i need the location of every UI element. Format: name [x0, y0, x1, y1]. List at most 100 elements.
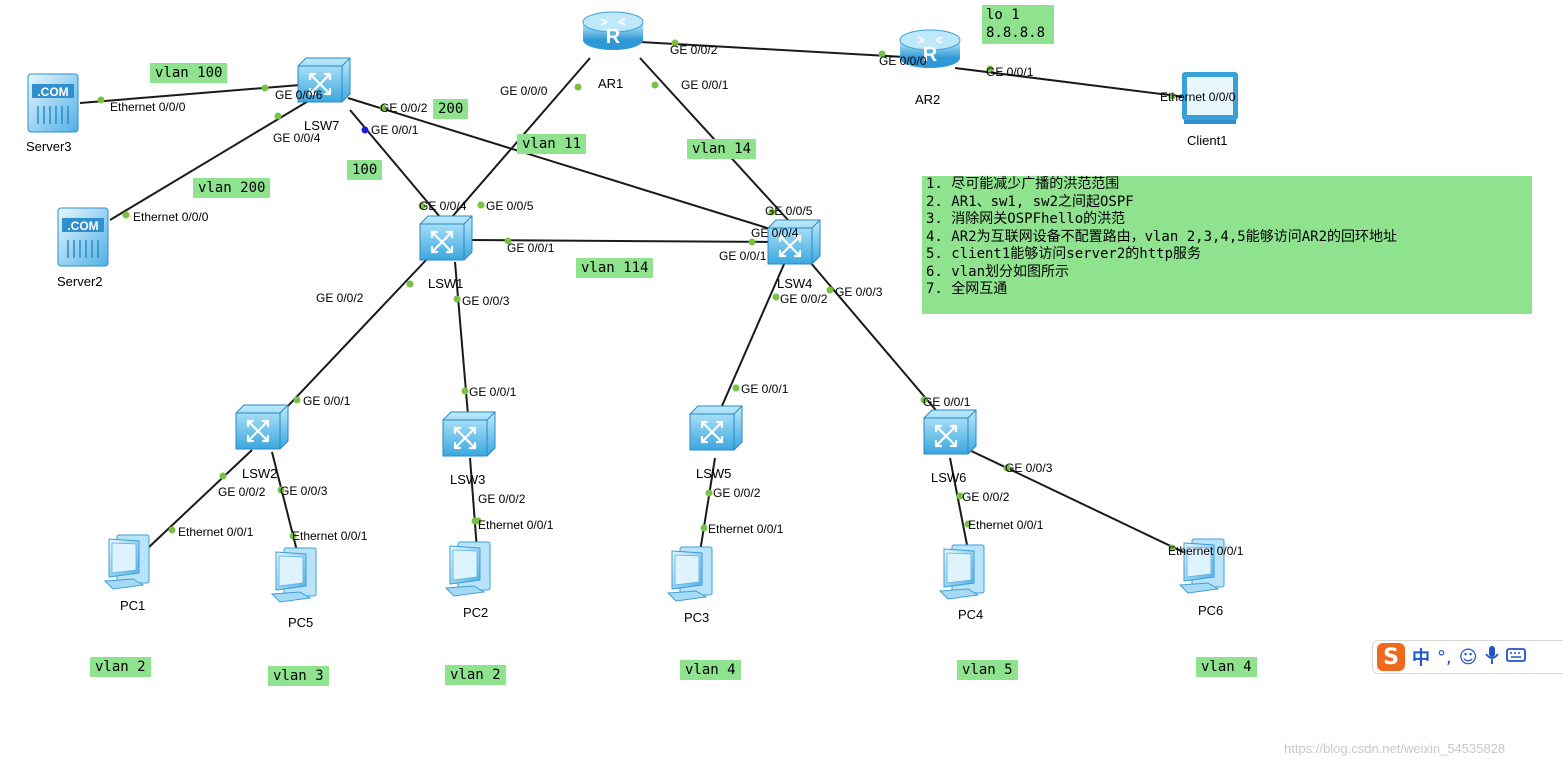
server-icon-server2 [57, 207, 109, 267]
port-label: Ethernet 0/0/1 [968, 518, 1044, 532]
port-label: Ethernet 0/0/1 [478, 518, 554, 532]
ime-toolbar[interactable]: S 中 °, ☺ [1372, 640, 1563, 674]
device-label-ar2: AR2 [915, 92, 941, 107]
port-label: GE 0/0/1 [741, 382, 789, 396]
ime-logo-icon[interactable]: S [1377, 643, 1405, 671]
keyboard-icon[interactable] [1505, 647, 1526, 668]
switch-icon-lsw3 [441, 410, 497, 458]
link-lsw6-pc4 [949, 457, 969, 551]
requirement-item: 2. AR1、sw1, sw2之间起OSPF [926, 193, 1134, 210]
link-lsw6-pc6 [964, 447, 1201, 561]
port-label: GE 0/0/2 [218, 485, 266, 499]
port-label: GE 0/0/2 [316, 291, 364, 305]
port-label: GE 0/0/1 [371, 123, 419, 137]
switch-icon-lsw6 [922, 408, 978, 456]
emoji-icon[interactable]: ☺ [1458, 646, 1478, 668]
requirement-item: 7. 全网互通 [926, 281, 1008, 297]
vlan-tag-ar1-lsw4: vlan 14 [687, 139, 757, 159]
port-label: GE 0/0/1 [681, 78, 729, 92]
port-label: GE 0/0/0 [879, 54, 927, 68]
ime-language-toggle[interactable]: 中 [1412, 648, 1430, 669]
vlan-tag-pc3: vlan 4 [680, 660, 741, 680]
requirement-item: 6. vlan划分如图所示 [926, 263, 1070, 280]
vlan-tag-pc6: vlan 4 [1196, 657, 1257, 677]
port-label: GE 0/0/2 [780, 292, 828, 306]
vlan-tag-server3: vlan 100 [150, 63, 228, 83]
router-icon-ar1 [582, 11, 644, 51]
port-label: GE 0/0/2 [380, 101, 428, 115]
loopback-note: lo 1 8.8.8.8 [982, 5, 1054, 44]
port-label: Ethernet 0/0/0 [133, 210, 209, 224]
port-label: GE 0/0/2 [713, 486, 761, 500]
vlan-tag-pc5: vlan 3 [268, 666, 329, 686]
switch-icon-lsw5 [688, 404, 744, 452]
vlan-tag-lsw7-uplink: 200 [433, 99, 469, 119]
requirement-item: 5. client1能够访问server2的http服务 [926, 246, 1202, 262]
device-label-lsw6: LSW6 [931, 470, 967, 485]
vlan-tag-ar1-lsw1: vlan 11 [517, 134, 587, 154]
device-label-lsw4: LSW4 [777, 276, 813, 291]
device-label-lsw3: LSW3 [450, 472, 486, 487]
port-label: GE 0/0/0 [500, 84, 548, 98]
device-label-pc5: PC5 [288, 615, 314, 630]
device-label-client1: Client1 [1187, 133, 1228, 148]
vlan-tag-server2: vlan 200 [193, 178, 271, 198]
port-label: GE 0/0/4 [273, 131, 321, 145]
port-label: GE 0/0/1 [507, 241, 555, 255]
port-label: GE 0/0/1 [986, 65, 1034, 79]
pc-icon-pc3 [667, 546, 713, 602]
port-label: Ethernet 0/0/1 [708, 522, 784, 536]
loopback-address: 8.8.8.8 [986, 25, 1046, 41]
port-label: Ethernet 0/0/1 [178, 525, 254, 539]
port-label: GE 0/0/6 [275, 88, 323, 102]
port-label: GE 0/0/1 [923, 395, 971, 409]
vlan-tag-lsw7-lsw1: 100 [347, 160, 383, 180]
requirements-note: 1. 尽可能减少广播的洪范范围 2. AR1、sw1, sw2之间起OSPF 3… [922, 176, 1532, 314]
link-server2-lsw7 [109, 99, 311, 221]
vlan-tag-lsw1-lsw4: vlan 114 [576, 258, 654, 278]
link-lsw5-pc3 [699, 457, 716, 553]
device-label-lsw1: LSW1 [428, 276, 464, 291]
watermark: https://blog.csdn.net/weixin_54535828 [1284, 741, 1506, 756]
link-lsw3-pc2 [469, 457, 478, 551]
port-label: Ethernet 0/0/1 [292, 529, 368, 543]
port-label: GE 0/0/2 [478, 492, 526, 506]
port-label: GE 0/0/3 [1005, 461, 1053, 475]
link-lsw1-lsw4 [469, 239, 776, 243]
punctuation-icon[interactable]: °, [1437, 646, 1452, 668]
port-label: GE 0/0/2 [962, 490, 1010, 504]
pc-icon-pc5 [271, 547, 317, 603]
vlan-tag-pc1: vlan 2 [90, 657, 151, 677]
pc-icon-pc4 [939, 544, 985, 600]
port-label: GE 0/0/4 [419, 199, 467, 213]
device-label-lsw7: LSW7 [304, 118, 340, 133]
port-label: Ethernet 0/0/0 [1160, 90, 1236, 104]
requirement-item: 1. 尽可能减少广播的洪范范围 [926, 176, 1120, 192]
device-label-pc1: PC1 [120, 598, 146, 613]
port-label: GE 0/0/5 [765, 204, 813, 218]
link-lsw7-lsw4 [347, 97, 781, 233]
port-label: GE 0/0/5 [486, 199, 534, 213]
pc-icon-pc2 [445, 541, 491, 597]
port-label: GE 0/0/4 [751, 226, 799, 240]
device-label-pc3: PC3 [684, 610, 710, 625]
port-label: GE 0/0/2 [670, 43, 718, 57]
device-label-pc6: PC6 [1198, 603, 1224, 618]
port-label: GE 0/0/1 [303, 394, 351, 408]
microphone-icon[interactable] [1484, 645, 1499, 670]
loopback-name: lo 1 [986, 7, 1020, 23]
port-label: GE 0/0/1 [719, 249, 767, 263]
pc-icon-pc1 [104, 534, 150, 590]
server-icon-server3 [27, 73, 79, 133]
link-ar2-client1 [954, 67, 1186, 98]
port-label: GE 0/0/3 [835, 285, 883, 299]
device-label-server2: Server2 [57, 274, 103, 289]
device-label-ar1: AR1 [598, 76, 624, 91]
link-ar1-ar2 [639, 41, 906, 58]
port-label: GE 0/0/1 [469, 385, 517, 399]
port-label: GE 0/0/3 [280, 484, 328, 498]
device-label-pc4: PC4 [958, 607, 984, 622]
device-label-lsw5: LSW5 [696, 466, 732, 481]
switch-icon-lsw1 [418, 214, 474, 262]
